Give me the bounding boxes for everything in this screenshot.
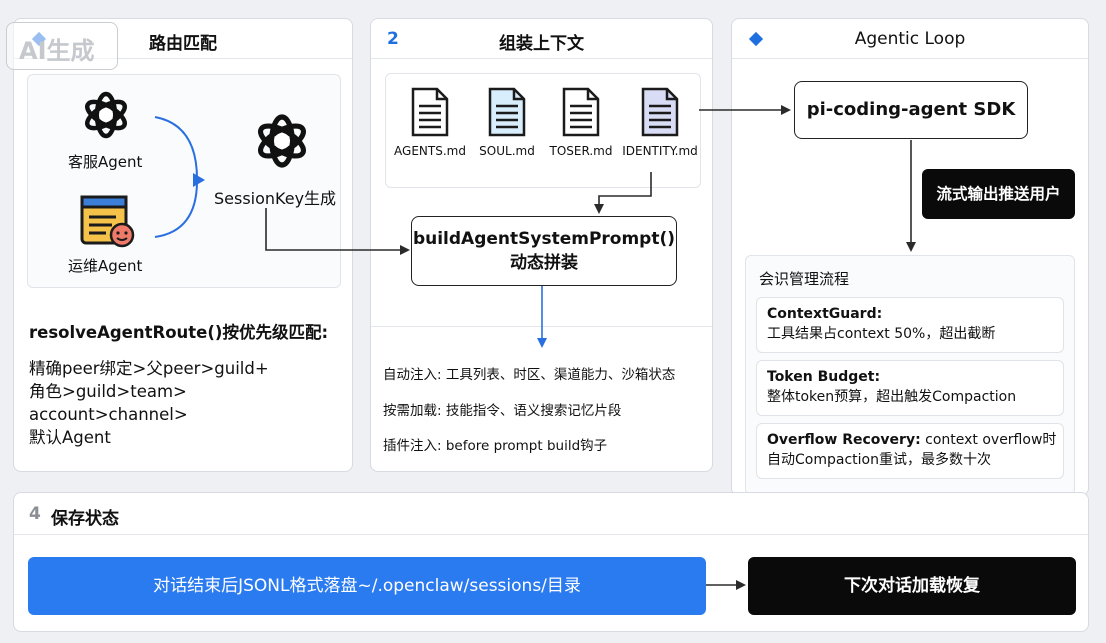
resume-label: 下次对话加载恢复 (844, 576, 980, 596)
token-budget-card: Token Budget: 整体token预算，超出触发Compaction (756, 360, 1064, 416)
save-jsonl-box: 对话结束后JSONL格式落盘~/.openclaw/sessions/目录 (28, 557, 706, 615)
build-prompt-node: buildAgentSystemPrompt() 动态拼装 (411, 216, 677, 286)
agents-doc: AGENTS.md (392, 86, 468, 158)
session-management-title: 会识管理流程 (759, 270, 850, 288)
build-prompt-subtitle: 动态拼装 (510, 253, 578, 273)
auto-inject-line: 自动注入: 工具列表、时区、渠道能力、沙箱状态 (383, 367, 676, 383)
ops-agent-icon (80, 195, 135, 248)
save-jsonl-label: 对话结束后JSONL格式落盘~/.openclaw/sessions/目录 (153, 576, 581, 596)
card-title: ContextGuard: (767, 306, 883, 322)
soul-doc: SOUL.md (474, 86, 540, 158)
save-state-panel: 4 保存状态 对话结束后JSONL格式落盘~/.openclaw/session… (13, 492, 1089, 632)
context-panel-title: 组装上下文 (499, 34, 584, 54)
routing-arc-connector (154, 116, 205, 238)
routing-panel-header: 路由匹配 (14, 19, 352, 59)
document-icon (562, 87, 600, 137)
step-number: 4 (29, 504, 41, 524)
save-state-header: 4 保存状态 (14, 493, 1088, 535)
plugin-inject-line: 插件注入: before prompt build钩子 (383, 438, 608, 454)
stream-output-label: 流式输出推送用户 (936, 185, 1061, 203)
context-panel: 2 组装上下文 AGENTS.md SOUL.md (370, 18, 713, 472)
resolve-route-title: resolveAgentRoute()按优先级匹配: (29, 323, 329, 342)
watermark: AI生成 (6, 22, 118, 70)
priority-line: 默认Agent (29, 428, 111, 447)
sdk-label: pi-coding-agent SDK (806, 99, 1016, 120)
inject-divider (371, 326, 712, 327)
ops-agent-label: 运维Agent (68, 257, 143, 275)
doc-label: IDENTITY.md (622, 144, 698, 158)
openai-logo-icon (85, 91, 127, 139)
agentic-loop-panel: Agentic Loop pi-coding-agent SDK 流式输出推送用… (731, 18, 1089, 496)
stream-output-box: 流式输出推送用户 (922, 169, 1075, 219)
openai-logo-icon (258, 114, 306, 168)
doc-label: TOSER.md (549, 144, 613, 158)
on-demand-line: 按需加载: 技能指令、语义搜索记忆片段 (383, 403, 622, 419)
agentic-loop-title: Agentic Loop (854, 29, 966, 49)
watermark-text: AI生成 (19, 37, 95, 65)
save-state-title: 保存状态 (51, 509, 119, 529)
priority-line: 精确peer绑定>父peer>guild+ (29, 359, 269, 378)
document-icon (641, 87, 679, 137)
card-title: Token Budget: (767, 369, 881, 385)
card-title-suffix: context overflow时 (920, 432, 1057, 448)
priority-line: account>channel> (29, 405, 188, 424)
routing-panel: 路由匹配 客服Agent 运维Agent (13, 18, 353, 472)
card-desc: 自动Compaction重试，最多数十次 (767, 452, 991, 468)
overflow-recovery-card: Overflow Recovery: context overflow时 自动C… (756, 423, 1064, 479)
document-icon (411, 87, 449, 137)
document-icon (488, 87, 526, 137)
session-management-box: 会识管理流程 ContextGuard: 工具结果占context 50%，超出… (745, 255, 1075, 495)
card-title-row: Overflow Recovery: context overflow时 (767, 430, 1056, 450)
card-title: Overflow Recovery: (767, 432, 921, 448)
doc-label: AGENTS.md (394, 144, 466, 158)
sdk-node: pi-coding-agent SDK (794, 81, 1028, 139)
priority-line: 角色>guild>team> (29, 382, 187, 401)
priority-list: 精确peer绑定>父peer>guild+ 角色>guild>team> acc… (29, 357, 269, 449)
docs-box: AGENTS.md SOUL.md TOSER.md ID (385, 73, 701, 188)
routing-panel-title: 路由匹配 (149, 34, 217, 54)
step-number: 2 (387, 29, 399, 49)
build-prompt-title: buildAgentSystemPrompt() (412, 229, 676, 249)
context-panel-header: 2 组装上下文 (371, 19, 712, 59)
card-desc: 整体token预算，超出触发Compaction (767, 389, 1017, 405)
session-key-label: SessionKey生成 (214, 189, 337, 208)
resume-box: 下次对话加载恢复 (748, 557, 1076, 615)
doc-label: SOUL.md (479, 144, 535, 158)
toser-doc: TOSER.md (546, 86, 616, 158)
agent-routing-box: 客服Agent 运维Agent (27, 74, 341, 288)
context-guard-card: ContextGuard: 工具结果占context 50%，超出截断 (756, 297, 1064, 353)
support-agent-label: 客服Agent (68, 153, 143, 171)
card-desc: 工具结果占context 50%，超出截断 (767, 326, 996, 342)
agentic-loop-header: Agentic Loop (732, 19, 1088, 59)
identity-doc: IDENTITY.md (620, 86, 700, 158)
